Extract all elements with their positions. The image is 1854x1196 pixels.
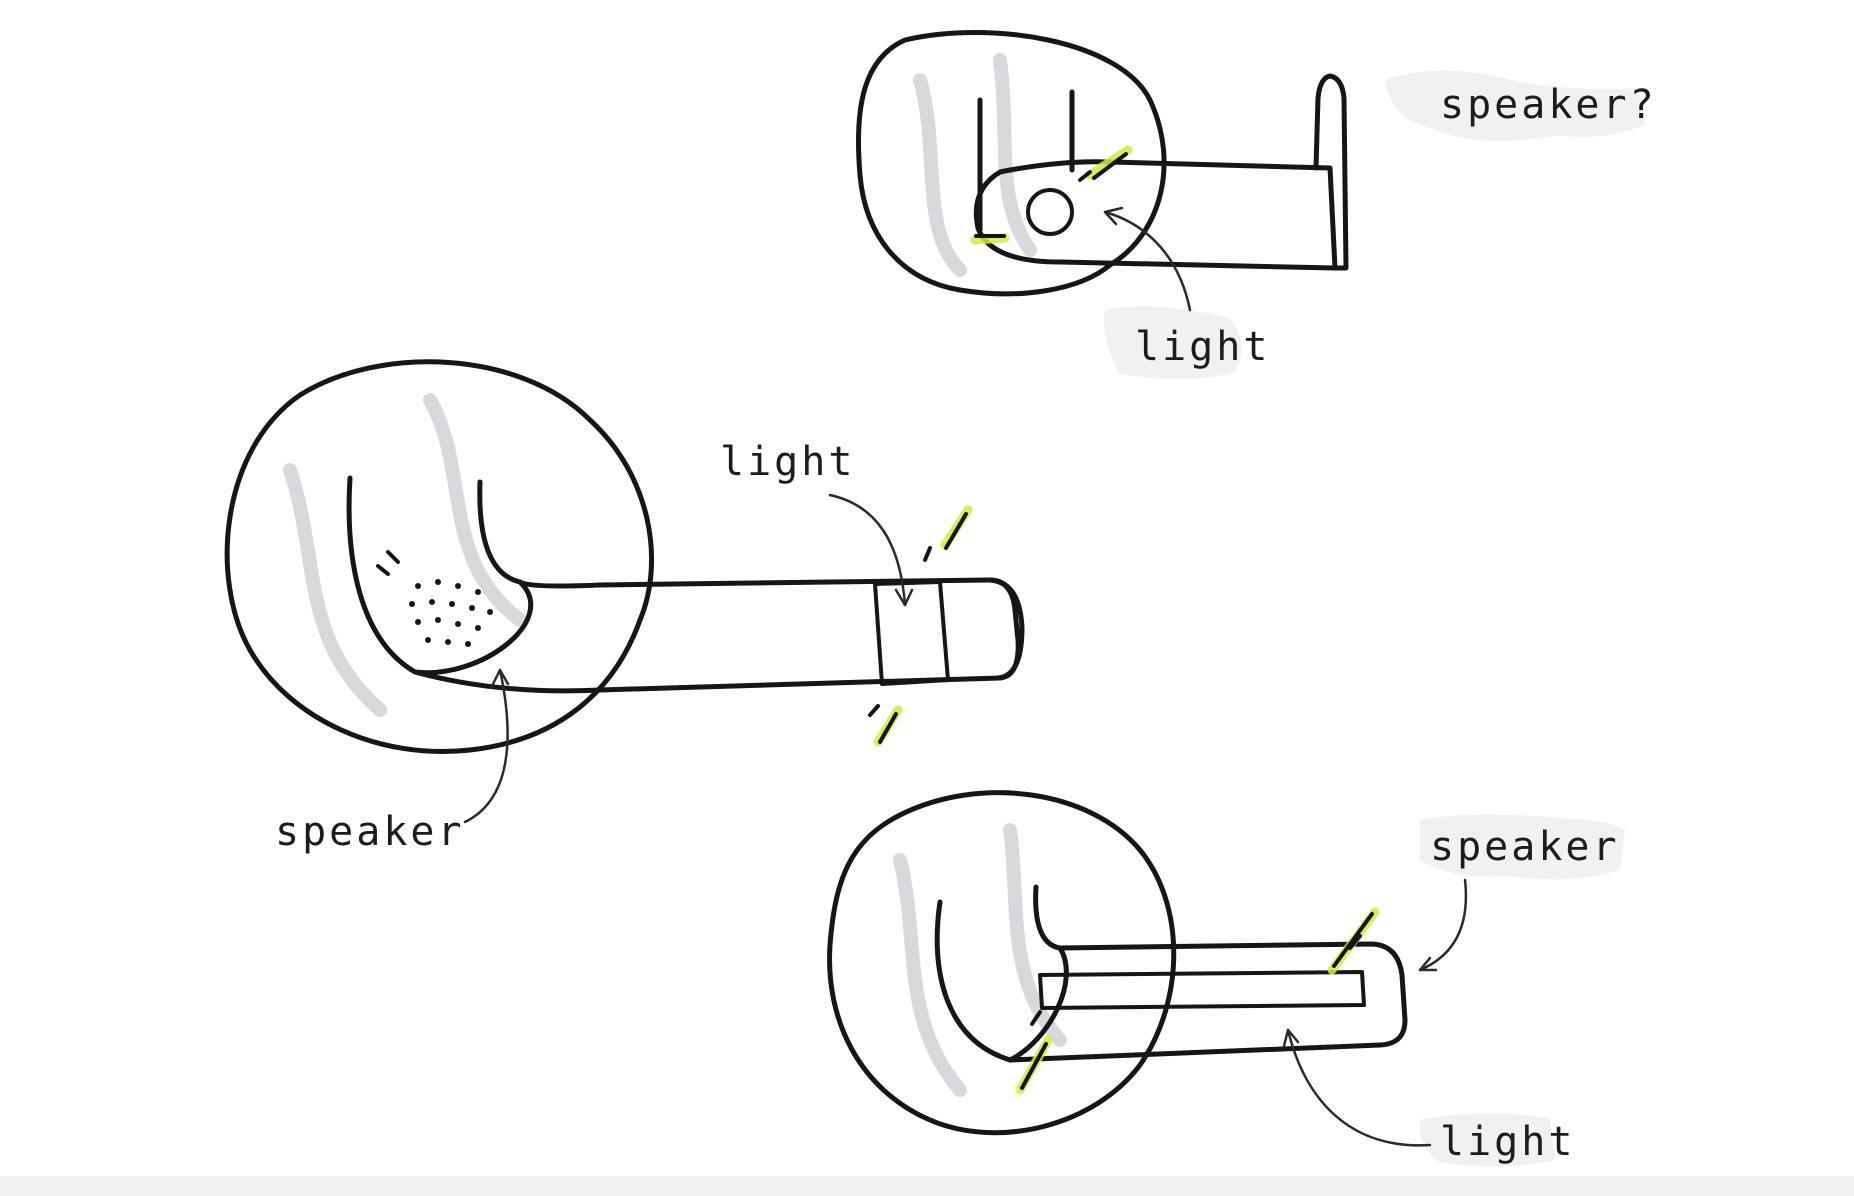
top-light-dot (1026, 188, 1074, 236)
top-light-arrow (1103, 210, 1192, 312)
top-rose (856, 30, 1167, 297)
middle-light-label: light (720, 439, 855, 485)
bottom-light-arrow (1286, 1028, 1432, 1147)
bottom-handle-sketch: speaker light (827, 790, 1625, 1167)
middle-speaker-label: speaker (275, 809, 465, 855)
middle-lever (412, 577, 1021, 694)
middle-light-arrow (828, 493, 907, 607)
bottom-speaker-arrow (1418, 878, 1468, 972)
middle-light-band (873, 580, 950, 686)
bottom-light-label: light (1440, 1119, 1575, 1165)
top-lever-end-post (1313, 73, 1349, 271)
middle-rose (224, 359, 655, 754)
bottom-rose (827, 790, 1177, 1136)
top-light-label: light (1135, 324, 1270, 370)
bottom-speaker-label: speaker (1430, 824, 1620, 870)
light-label-halo (1104, 306, 1242, 380)
bottom-speaker-label-halo (1420, 814, 1625, 880)
speaker-label-halo (1385, 70, 1645, 142)
top-speaker-label: speaker? (1440, 82, 1657, 128)
bottom-light-label-halo (1419, 1113, 1555, 1167)
bottom-lever (1007, 941, 1408, 1063)
top-lever (973, 159, 1338, 271)
bottom-edge-strip (0, 1176, 1854, 1196)
bottom-light-strip (1038, 970, 1366, 1010)
middle-speaker-arrow (463, 668, 509, 824)
middle-speaker-holes (409, 579, 493, 647)
middle-handle-sketch: light speaker (224, 359, 1025, 855)
top-handle-sketch: speaker? light (856, 30, 1657, 380)
